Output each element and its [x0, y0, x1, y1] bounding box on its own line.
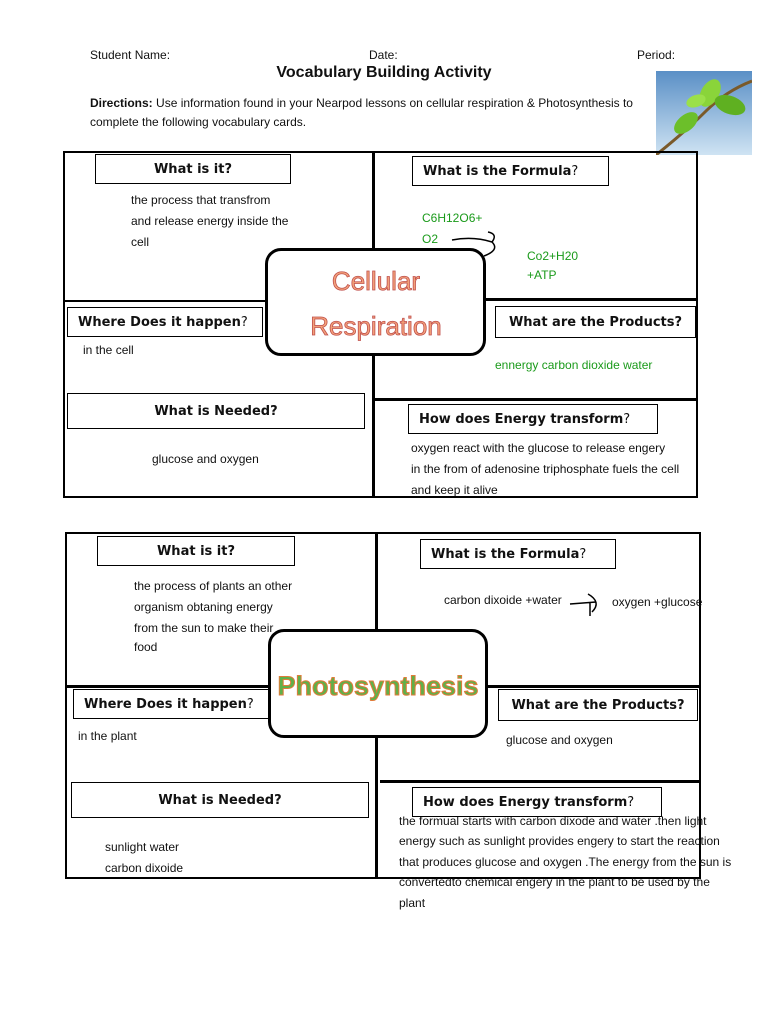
card1-left-divider [63, 300, 273, 302]
period-label: Period: [637, 48, 676, 62]
card2-energy-q: ? [627, 794, 635, 810]
card2-where-label-text: Where Does it happen [84, 696, 247, 712]
card2-center-word: Photosynthesis [277, 671, 478, 701]
card1-where-answer: in the cell [83, 343, 134, 357]
card1-formula-right-1: Co2+H20 [527, 249, 579, 263]
card1-energy-label: How does Energy transform? [408, 404, 658, 434]
card2-left-divider [65, 685, 270, 688]
leaf-image [656, 71, 752, 155]
card2-energy-label-text: How does Energy transform [423, 794, 628, 810]
card2-energy-label: How does Energy transform? [412, 787, 662, 817]
card2-products-label: What are the Products? [498, 689, 698, 721]
directions: Directions: Use information found in you… [90, 94, 655, 132]
card1-center-line2: Respiration [310, 311, 442, 341]
card1-what-is-it-answer-2: and release energy inside the [131, 214, 289, 228]
card1-formula-q: ? [571, 163, 579, 179]
card2-energy-answer-1: the formual starts with carbon dixode an… [399, 814, 707, 828]
card2-energy-answer-3: that produces glucose and oxygen .The en… [399, 855, 732, 869]
card1-energy-q: ? [623, 411, 631, 427]
card1-what-is-it-answer-3: cell [131, 235, 150, 249]
card1-energy-label-text: How does Energy transform [419, 411, 624, 427]
card2-where-q: ? [246, 696, 254, 712]
card2-what-is-it-answer-1: the process of plants an other [134, 579, 293, 593]
page-title: Vocabulary Building Activity [276, 64, 492, 81]
card1-formula-left-2: O2 [422, 232, 439, 246]
card1-center-title-text: Cellular Respiration [309, 266, 442, 342]
card2-formula-left: carbon dixoide +water [444, 593, 562, 607]
card2-right-divider-2 [380, 780, 700, 783]
card2-energy-answer-5: plant [399, 896, 426, 910]
card2-arrow-icon [569, 593, 597, 616]
card2-energy-answer-2: energy such as sunlight provides engery … [399, 834, 720, 848]
card2-formula-q: ? [579, 546, 587, 562]
card2-formula-right: oxygen +glucose [612, 595, 703, 609]
card1-formula-right-2: +ATP [527, 268, 557, 282]
card1-what-is-it-label: What is it? [95, 154, 291, 184]
card1-what-is-it-answer-1: the process that transfrom [131, 193, 271, 207]
card-cellular-respiration [63, 151, 698, 498]
card1-needed-label: What is Needed? [67, 393, 365, 429]
card1-right-divider [480, 298, 696, 301]
card1-where-q: ? [240, 314, 248, 330]
card2-what-is-it-label: What is it? [97, 536, 295, 566]
card1-where-label-text: Where Does it happen [78, 314, 241, 330]
card2-what-is-it-answer-4: food [134, 640, 158, 654]
card2-energy-answer-4: convertedto chemical engery in the plant… [399, 875, 710, 889]
date-label: Date: [369, 48, 398, 62]
card2-center-title-text: Photosynthesis [277, 670, 479, 701]
card2-formula-label: What is the Formula? [420, 539, 616, 569]
card2-right-divider [487, 685, 699, 688]
card1-products-answer: ennergy carbon dioxide water [495, 358, 653, 372]
card2-products-answer: glucose and oxygen [506, 733, 613, 747]
card1-energy-answer-1: oxygen react with the glucose to release… [411, 441, 666, 455]
card1-products-label: What are the Products? [495, 306, 696, 338]
card1-where-label: Where Does it happen? [67, 307, 263, 337]
card1-center-line1: Cellular [331, 266, 419, 296]
card2-what-is-it-answer-2: organism obtaning energy [134, 600, 273, 614]
card2-center-title: Photosynthesis [268, 629, 488, 738]
card2-needed-answer-1: sunlight water [105, 840, 180, 854]
card1-needed-answer: glucose and oxygen [152, 452, 259, 466]
card1-energy-answer-3: and keep it alive [411, 483, 498, 496]
card1-right-divider-2 [375, 398, 697, 401]
card1-energy-answer-2: in the from of adenosine triphosphate fu… [411, 462, 680, 476]
student-name-label: Student Name: [90, 48, 171, 62]
directions-text: Use information found in your Nearpod le… [90, 96, 633, 129]
card1-formula-label-text: What is the Formula [423, 163, 572, 179]
card2-where-answer: in the plant [78, 729, 137, 743]
card2-what-is-it-answer-3: from the sun to make their [134, 621, 274, 635]
card2-formula-label-text: What is the Formula [431, 546, 580, 562]
directions-label: Directions: [90, 96, 153, 110]
card2-where-label: Where Does it happen? [73, 689, 269, 719]
card1-arrow-scribble-icon [451, 231, 496, 257]
card2-needed-label: What is Needed? [71, 782, 369, 818]
card1-formula-label: What is the Formula? [412, 156, 609, 186]
card-photosynthesis [65, 532, 701, 879]
card1-center-title: Cellular Respiration [265, 248, 486, 356]
card1-formula-left-1: C6H12O6+ [422, 211, 483, 225]
card2-needed-answer-2: carbon dixoide [105, 861, 184, 875]
